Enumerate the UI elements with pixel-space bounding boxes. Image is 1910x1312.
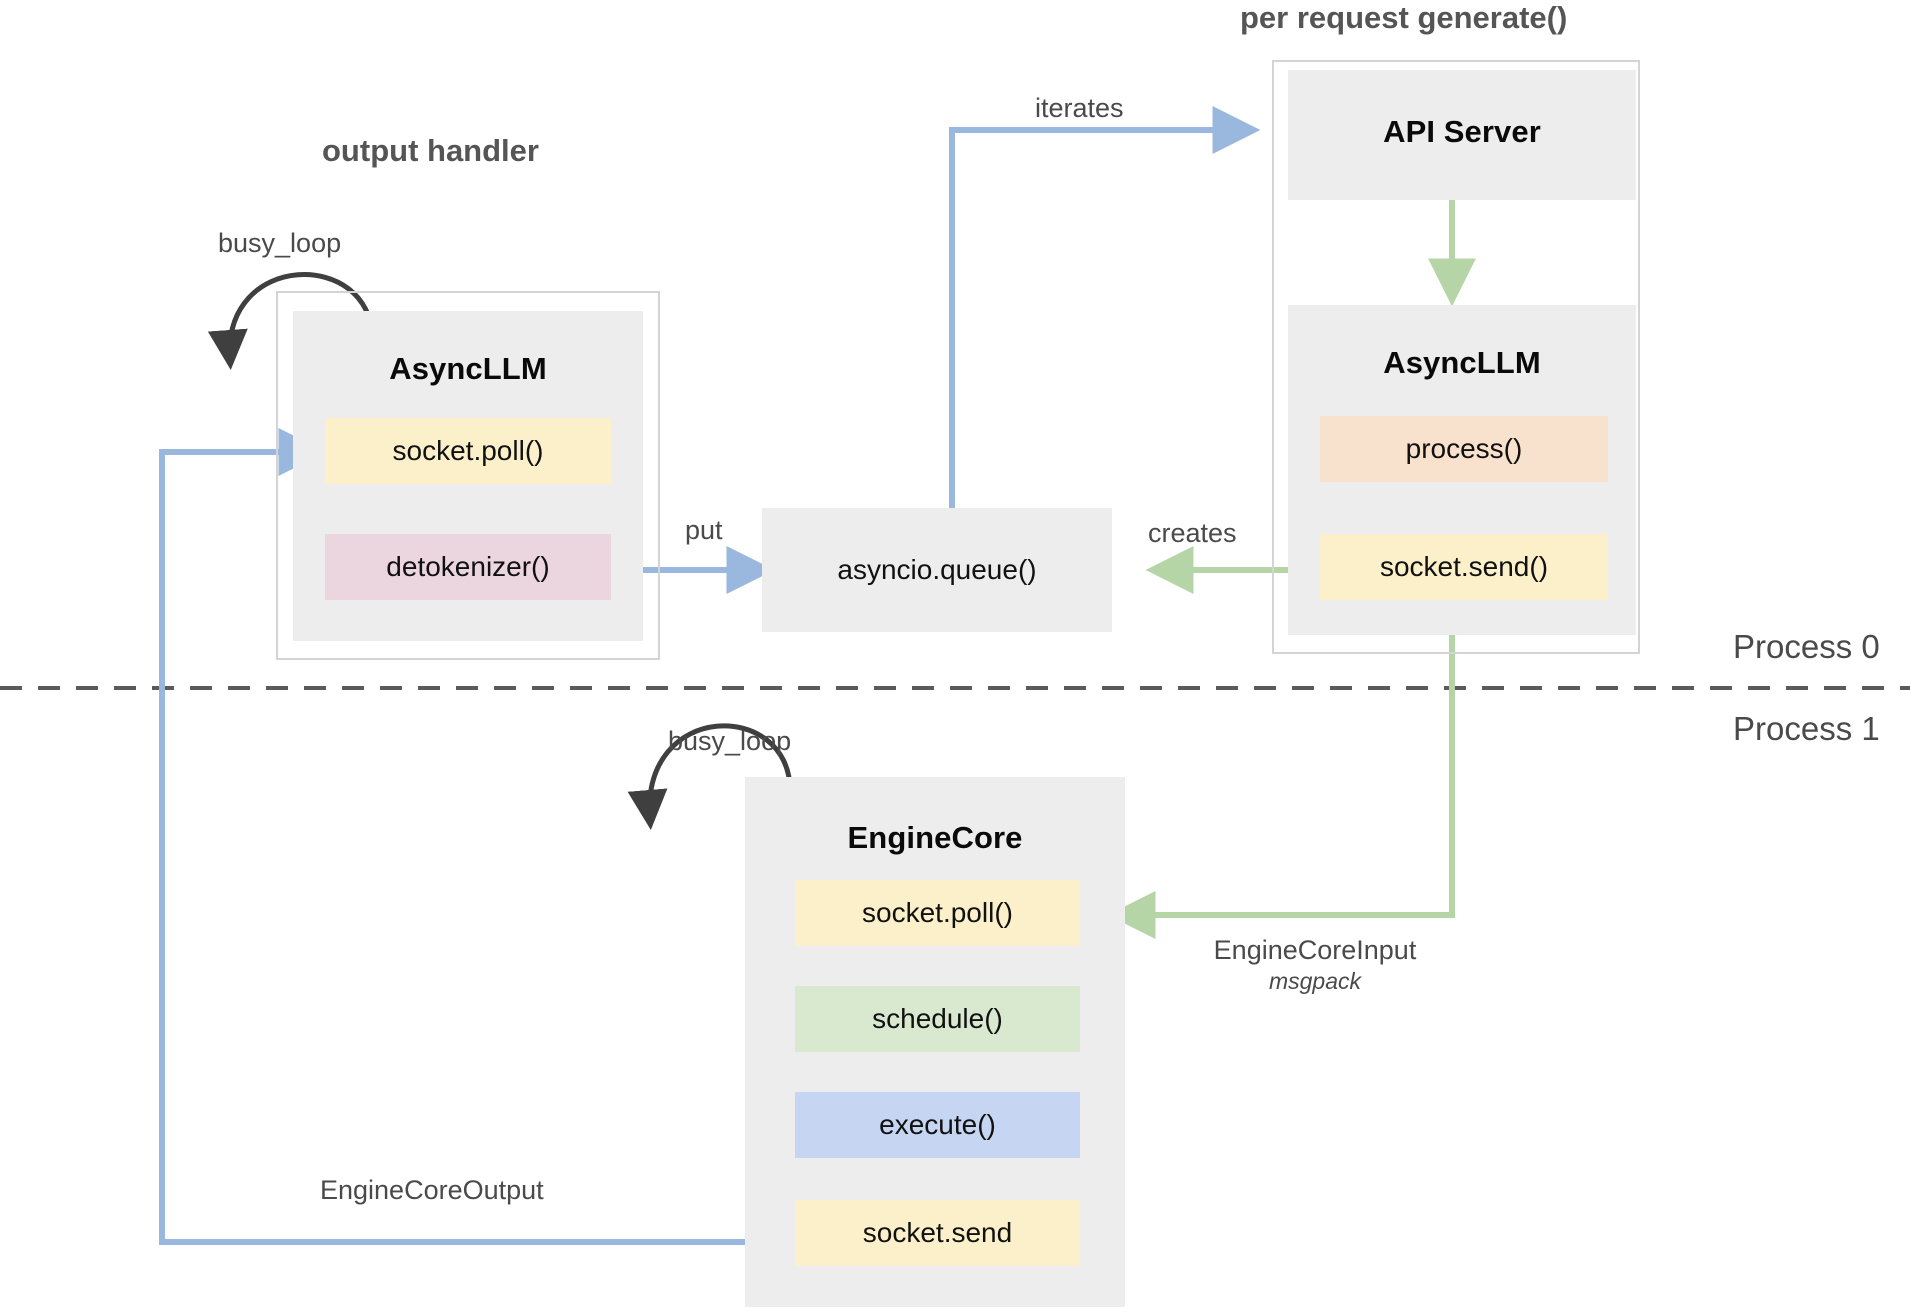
row-label: schedule() — [872, 1003, 1003, 1034]
label-engine-core-input: EngineCoreInput — [1213, 935, 1417, 965]
api-server-title: API Server — [1383, 114, 1541, 149]
row-label: socket.send() — [1379, 551, 1549, 582]
row-label: process() — [1405, 433, 1523, 464]
row-async-llm-left-detokenizer[interactable]: detokenizer() — [325, 534, 611, 600]
async-llm-left-title: AsyncLLM — [389, 351, 547, 386]
row-engine-core-execute[interactable]: execute() — [795, 1092, 1080, 1158]
label-engine-core-input-group: EngineCoreInput msgpack — [1165, 935, 1465, 995]
process-label-bottom: Process 1 — [1733, 710, 1880, 747]
row-engine-core-schedule[interactable]: schedule() — [795, 986, 1080, 1052]
group-title-output-handler: output handler — [322, 133, 539, 168]
group-title-per-request-generate: per request generate() — [1240, 0, 1568, 35]
async-llm-right-title: AsyncLLM — [1383, 345, 1541, 380]
row-async-llm-right-socket-send[interactable]: socket.send() — [1320, 534, 1608, 600]
row-engine-core-socket-poll[interactable]: socket.poll() — [795, 880, 1080, 946]
output-handler-container — [276, 291, 660, 660]
label-creates: creates — [1148, 518, 1237, 548]
row-label: execute() — [879, 1109, 996, 1140]
row-label: socket.poll() — [862, 897, 1013, 928]
label-engine-core-input-format: msgpack — [1268, 968, 1362, 994]
row-label: detokenizer() — [386, 551, 550, 582]
asyncio-queue-panel[interactable]: asyncio.queue() — [762, 508, 1112, 632]
per-request-generate-container — [1272, 60, 1640, 654]
asyncio-queue-label-wrap: asyncio.queue() — [762, 508, 1112, 632]
row-async-llm-right-process[interactable]: process() — [1320, 416, 1608, 482]
label-busy-loop-engine: busy_loop — [668, 726, 792, 756]
process-label-top: Process 0 — [1733, 628, 1880, 665]
row-engine-core-socket-send[interactable]: socket.send — [795, 1200, 1080, 1266]
label-put: put — [685, 515, 723, 545]
engine-core-title: EngineCore — [847, 820, 1023, 855]
asyncio-queue-title: asyncio.queue() — [837, 554, 1037, 585]
label-busy-loop-left: busy_loop — [218, 228, 342, 258]
row-async-llm-left-socket-poll[interactable]: socket.poll() — [325, 418, 611, 484]
api-server-panel[interactable]: API Server — [1288, 70, 1636, 200]
label-iterates: iterates — [1035, 93, 1124, 123]
label-engine-core-output: EngineCoreOutput — [320, 1175, 544, 1205]
row-label: socket.send — [862, 1217, 1013, 1248]
row-label: socket.poll() — [392, 435, 544, 466]
edge-iterates — [949, 106, 1261, 508]
